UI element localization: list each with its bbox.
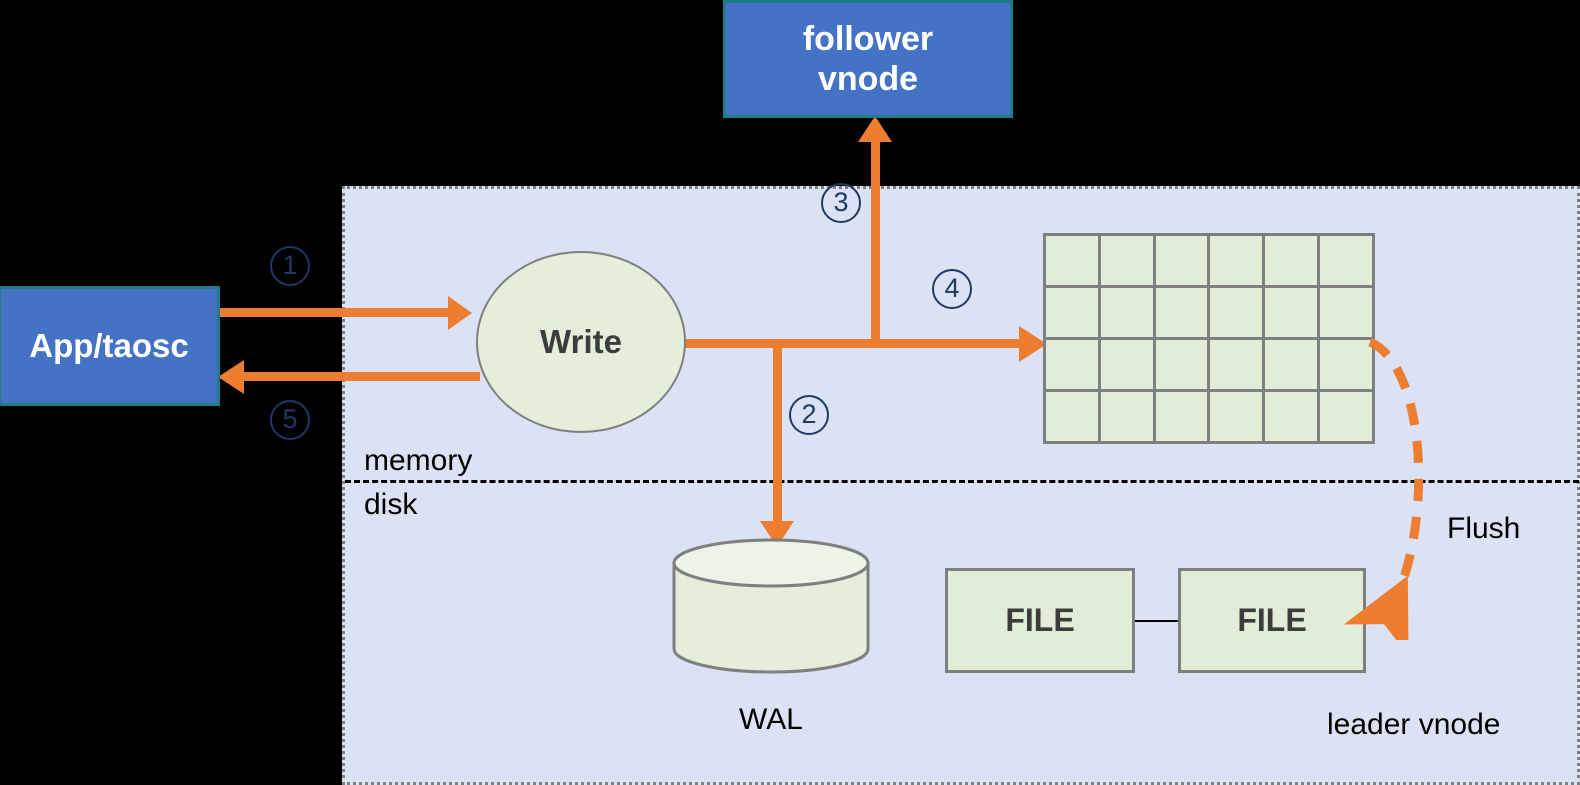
memtable-cell: [1155, 236, 1208, 285]
edge-app-to-write-line: [220, 308, 452, 317]
follower-vnode-label-line2: vnode: [817, 60, 919, 98]
memtable-cell: [1046, 340, 1098, 389]
memtable-cell: [1265, 340, 1318, 389]
edge-app-to-write-arrowhead: [448, 296, 472, 330]
memtable-cell: [1100, 288, 1153, 337]
file-box-1-label: FILE: [1005, 602, 1075, 638]
edge-write-to-app-arrowhead: [218, 360, 244, 394]
file-connector-line: [1135, 620, 1179, 622]
memtable-cell: [1210, 288, 1263, 337]
memtable-cell: [1265, 236, 1318, 285]
follower-vnode-box[interactable]: follower vnode: [723, 0, 1013, 118]
wal-cylinder[interactable]: [672, 538, 870, 674]
memtable-cell: [1155, 392, 1208, 441]
memtable-cell: [1100, 392, 1153, 441]
memtable-cell: [1210, 392, 1263, 441]
edge-write-to-follower-line: [871, 140, 880, 345]
write-node[interactable]: Write: [476, 251, 686, 433]
edge-write-to-wal-line: [773, 344, 782, 527]
edge-write-to-follower-arrowhead: [858, 116, 892, 142]
wal-label: WAL: [739, 703, 803, 736]
file-box-2[interactable]: FILE: [1178, 568, 1366, 673]
memtable-cell: [1265, 392, 1318, 441]
step-number-1: 1: [270, 246, 310, 286]
follower-vnode-label-line1: follower: [802, 19, 934, 58]
memtable-cell: [1210, 340, 1263, 389]
memtable-cell: [1046, 392, 1098, 441]
memtable-cell: [1320, 236, 1372, 285]
memtable-cell: [1320, 288, 1372, 337]
memtable-cell: [1046, 288, 1098, 337]
step-number-5: 5: [270, 400, 310, 440]
memory-disk-divider: [345, 480, 1579, 483]
step-number-4: 4: [932, 269, 972, 309]
flush-label: Flush: [1447, 512, 1521, 545]
follower-vnode-label: follower vnode: [803, 19, 933, 99]
memtable-cell: [1155, 288, 1208, 337]
app-taosc-box[interactable]: App/taosc: [0, 286, 220, 406]
memtable-cell: [1320, 340, 1372, 389]
edge-write-to-app-line: [244, 372, 480, 381]
memtable-cell: [1265, 288, 1318, 337]
file-box-2-label: FILE: [1237, 602, 1307, 638]
memtable-cell: [1155, 340, 1208, 389]
memtable-grid: [1043, 233, 1375, 444]
memtable-cell: [1046, 236, 1098, 285]
memtable-cell: [1100, 340, 1153, 389]
app-taosc-label: App/taosc: [29, 326, 189, 364]
step-number-3: 3: [821, 183, 861, 223]
leader-vnode-label: leader vnode: [1327, 708, 1501, 741]
edge-write-bus-line: [681, 339, 1036, 348]
memory-label: memory: [364, 444, 473, 477]
memtable-cell: [1210, 236, 1263, 285]
memtable-cell: [1320, 392, 1372, 441]
edge-write-to-memtable-arrowhead: [1019, 326, 1047, 362]
memtable-cell: [1100, 236, 1153, 285]
disk-label: disk: [364, 488, 418, 521]
file-box-1[interactable]: FILE: [945, 568, 1135, 673]
write-node-label: Write: [540, 323, 622, 360]
step-number-2: 2: [789, 395, 829, 435]
